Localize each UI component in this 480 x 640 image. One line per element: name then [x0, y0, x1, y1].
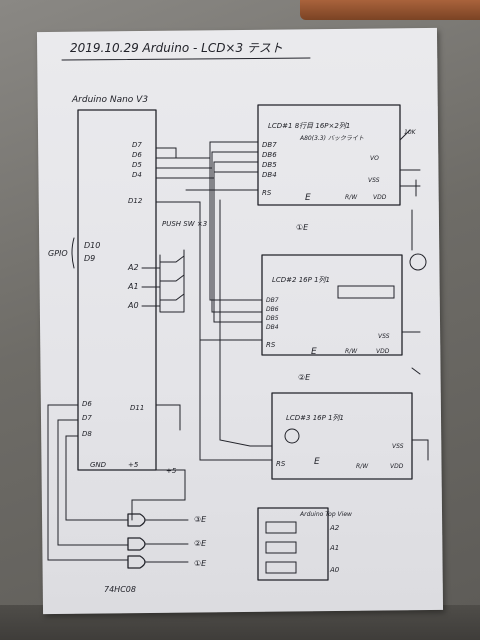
topview-box — [257, 507, 329, 581]
lcd1-pin-rs: RS — [262, 189, 272, 197]
gate-out-1e: ①E — [194, 559, 207, 568]
lcd2-box — [261, 254, 403, 356]
lcd3-label: LCD#3 16P 1列1 — [286, 414, 344, 422]
mcu-pin-d7b: D7 — [82, 414, 92, 422]
mcu-pin-5v: +5 — [128, 461, 139, 469]
lcd1-box — [257, 104, 401, 206]
mcu-pin-gnd: GND — [90, 461, 107, 469]
switch-wires — [141, 249, 185, 313]
lcd3-pin-rw: R/W — [356, 463, 369, 470]
mcu-pin-d6: D6 — [132, 151, 142, 159]
switch-pin-a0: A0 — [127, 301, 139, 310]
lcd2-display-window — [337, 285, 395, 299]
lcd1-pin-db5: DB5 — [262, 161, 277, 169]
mcu-pin-d10: D10 — [84, 241, 100, 250]
topview-button-a1 — [265, 541, 297, 554]
topview-title: Arduino Top View — [299, 511, 352, 518]
data-bus-wires — [155, 141, 273, 461]
lcd3-box — [271, 392, 413, 480]
topview-button-a2 — [265, 521, 297, 534]
mcu-pin-d9: D9 — [84, 254, 95, 263]
lcd1-pin-db4: DB4 — [262, 171, 277, 179]
lcd1-pin-vo: VO — [370, 155, 379, 162]
lcd3-pin-rs: RS — [276, 460, 286, 468]
gate-out-3e: ③E — [194, 515, 207, 524]
lcd2-enable-label: ②E — [298, 373, 311, 382]
lcd1-sub: A80(3.3) バックライト — [299, 135, 364, 142]
switch-label: PUSH SW ×3 — [162, 220, 207, 228]
mcu-pin-5v-b: +5 — [166, 467, 177, 475]
wood-block — [300, 0, 480, 20]
lcd1-enable-label: ①E — [296, 223, 309, 232]
gate-out-2e: ②E — [194, 539, 207, 548]
lcd2-pin-db7: DB7 — [266, 297, 279, 304]
mcu-pin-d12: D12 — [128, 197, 143, 205]
gpio-label: GPIO — [48, 249, 68, 258]
lcd2-pin-vss: VSS — [378, 333, 390, 340]
lcd3-pin-vss: VSS — [392, 443, 404, 450]
lcd1-label: LCD#1 8行目 16P×2列1 — [268, 122, 350, 130]
mcu-pin-d7: D7 — [132, 141, 142, 149]
mcu-label: Arduino Nano V3 — [71, 95, 148, 105]
lcd1-pin-e: E — [305, 193, 311, 203]
enable-wires — [47, 404, 186, 561]
mcu-pin-d11: D11 — [130, 404, 144, 412]
mcu-pin-d8b: D8 — [82, 430, 92, 438]
and-gate-symbols — [127, 513, 146, 569]
lcd2-pin-e: E — [311, 347, 317, 357]
mcu-pin-d6b: D6 — [82, 400, 92, 408]
switch-pin-a1: A1 — [127, 282, 139, 291]
lcd2-pin-db5: DB5 — [266, 315, 279, 322]
lcd1-pin-db7: DB7 — [262, 141, 277, 149]
title-underline — [61, 57, 311, 61]
lcd3-pin-e: E — [314, 457, 320, 467]
switch-pin-a2: A2 — [127, 263, 139, 272]
lcd2-pin-db6: DB6 — [266, 306, 279, 313]
lcd1-pin-db6: DB6 — [262, 151, 277, 159]
lcd3-pin-vdd: VDD — [390, 463, 404, 470]
lcd2-pin-rs: RS — [266, 341, 276, 349]
contrast-indicator — [409, 253, 427, 271]
topview-button-a0 — [265, 561, 297, 574]
topview-pin-a0: A0 — [329, 566, 340, 574]
lcd2-pin-rw: R/W — [345, 348, 358, 355]
gate-output-wires — [145, 519, 189, 563]
power-wires — [399, 129, 429, 461]
gpio-brace — [71, 237, 75, 269]
lcd1-pot-label: 10K — [404, 129, 417, 136]
gate-chip-label: 74HC08 — [104, 585, 136, 594]
lcd1-pin-vdd: VDD — [373, 194, 387, 201]
mcu-box — [77, 109, 157, 471]
lcd2-label: LCD#2 16P 1列1 — [272, 276, 330, 284]
lcd2-pin-db4: DB4 — [266, 324, 279, 331]
lcd2-pin-vdd: VDD — [376, 348, 390, 355]
topview-pin-a1: A1 — [329, 544, 339, 552]
lcd1-pin-vss: VSS — [368, 177, 380, 184]
lcd1-pin-rw: R/W — [345, 194, 358, 201]
mcu-pin-d4: D4 — [132, 171, 142, 179]
mcu-pin-d5: D5 — [132, 161, 142, 169]
topview-pin-a2: A2 — [329, 524, 340, 532]
sheet-title: 2019.10.29 Arduino - LCD×3 テスト — [70, 41, 283, 55]
lcd3-contrast-mark — [284, 428, 300, 444]
